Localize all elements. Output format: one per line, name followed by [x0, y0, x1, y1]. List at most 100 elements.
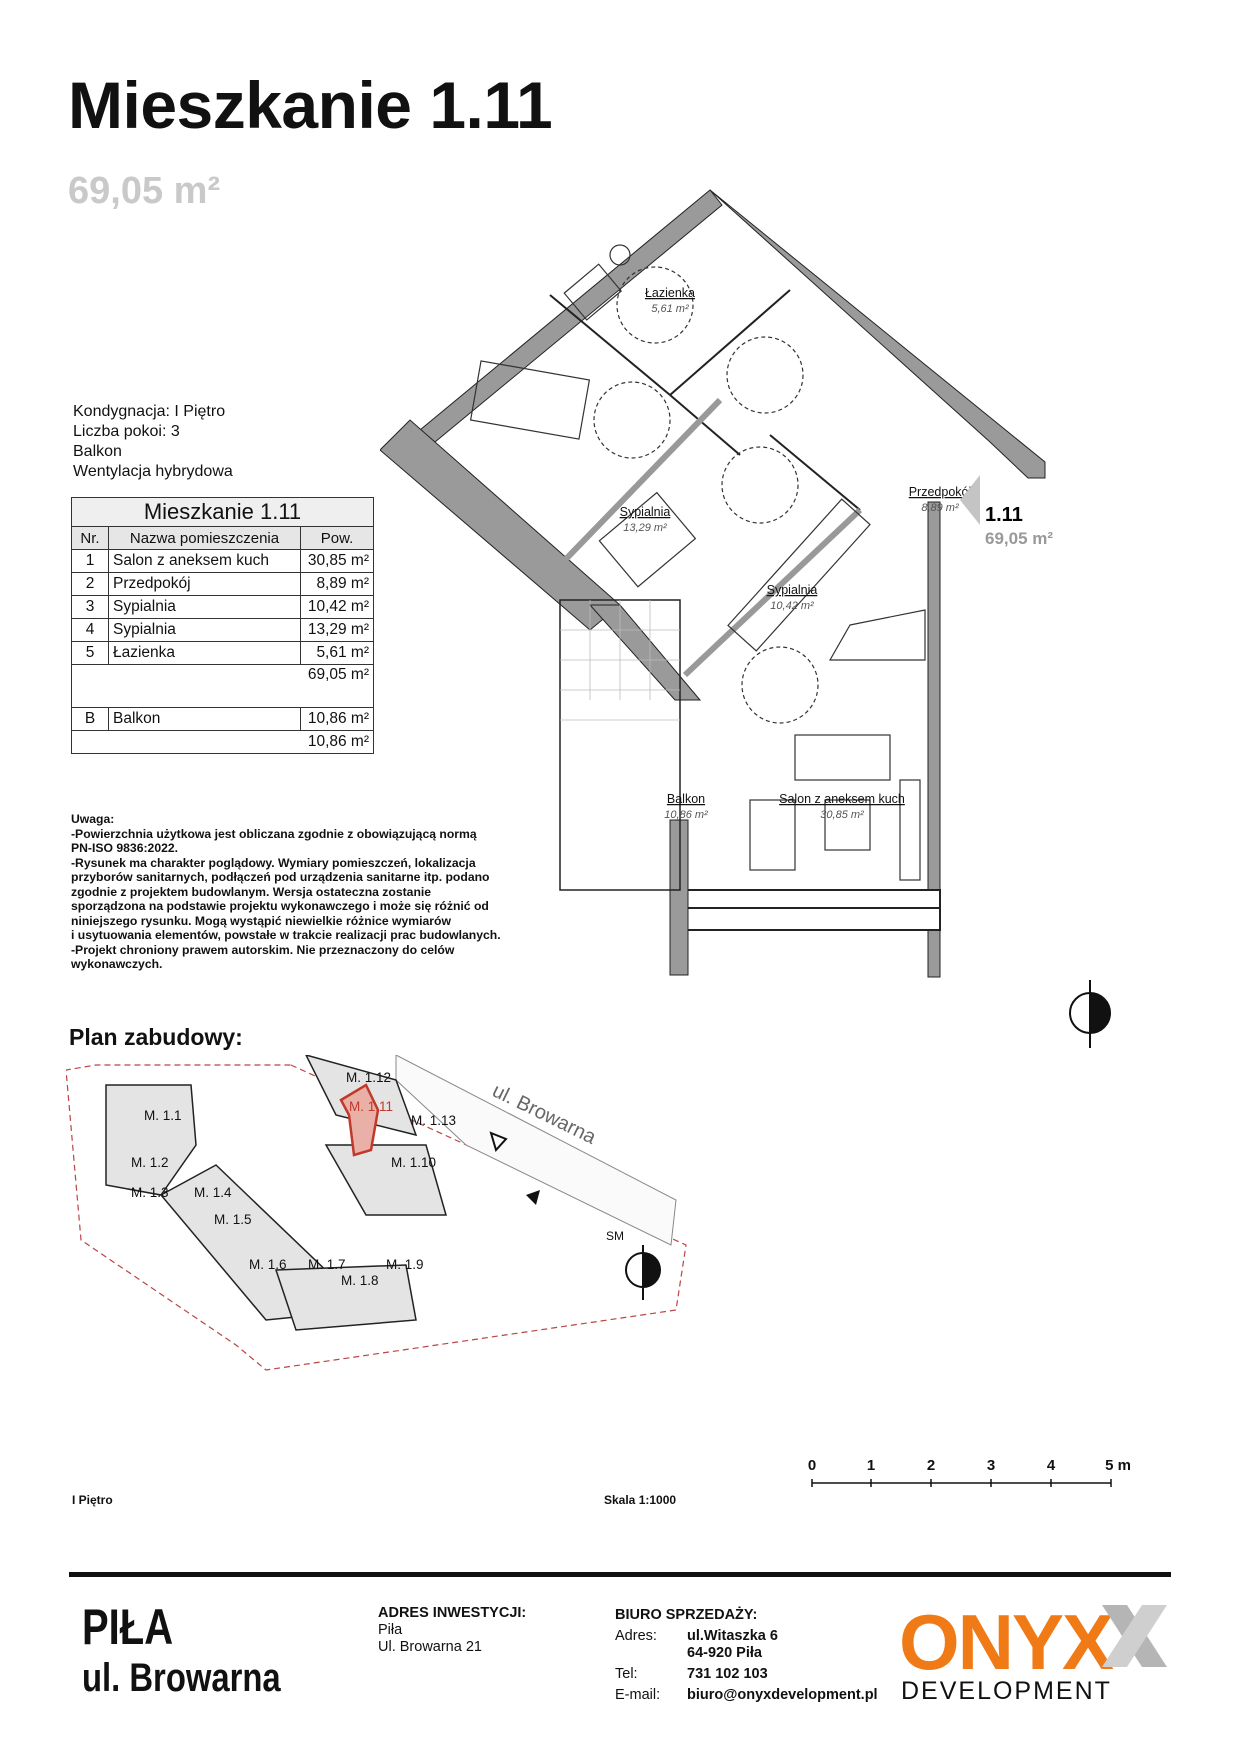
entrance-area: 69,05 m²: [985, 529, 1053, 548]
wall: [927, 501, 941, 978]
row-nr: 2: [71, 572, 109, 596]
table-row: 2 Przedpokój 8,89 m²: [71, 572, 374, 596]
partition: [669, 289, 791, 396]
office-value: 64-920 Piła: [687, 1645, 762, 1661]
site-plan: ul. Browarna M. 1.12 M. 1.11 M. 1.13 M. …: [66, 1055, 687, 1371]
investment-address: ADRES INWESTYCJI: Piła Ul. Browarna 21: [378, 1605, 526, 1656]
armchair: [749, 799, 796, 871]
office-value: ul.Witaszka 6: [687, 1628, 778, 1644]
scale-tick-label: 2: [927, 1457, 935, 1474]
note-line: przyborów sanitarnych, podłączeń pod urz…: [71, 870, 490, 884]
logo-x-mark: [1102, 1605, 1167, 1667]
street-area: [395, 1055, 677, 1246]
office-row: Adres: ul.Witaszka 6: [615, 1626, 878, 1647]
wall: [669, 819, 689, 976]
floor-label: I Piętro: [72, 1493, 113, 1507]
building-wing: [274, 1264, 417, 1331]
note-line: -Projekt chroniony prawem autorskim. Nie…: [71, 942, 455, 957]
balcony-total: 10,86 m²: [71, 730, 374, 754]
highlighted-unit: [339, 1083, 380, 1157]
unit-label: M. 1.5: [214, 1212, 252, 1227]
office-value: 731 102 103: [687, 1666, 768, 1682]
room-name: Sypialnia: [620, 505, 671, 519]
unit-label: M. 1.10: [391, 1155, 436, 1170]
partition: [549, 294, 671, 396]
note-line: zgodnie z projektem budowlanym. Wersja o…: [71, 884, 432, 899]
note-line: sporządzona na podstawie projektu wykona…: [71, 899, 489, 913]
unit-label: M. 1.7: [308, 1257, 346, 1272]
note-line: niniejszego rysunku. Mogą wystąpić niewi…: [71, 913, 451, 928]
room-area: 13,29 m²: [623, 522, 667, 534]
row-area: 13,29 m²: [300, 618, 374, 642]
investment-city: Piła: [378, 1622, 403, 1638]
turning-circle: [726, 336, 804, 414]
room-name: Sypialnia: [767, 583, 818, 597]
turning-circle: [593, 381, 671, 459]
row-nr: 5: [71, 641, 109, 665]
balcony-tiles: [560, 600, 680, 721]
bed: [469, 360, 591, 440]
building-wing: [324, 1144, 447, 1216]
note-line: i usytuowania elementów, powstałe w trak…: [71, 928, 501, 942]
logo-text: ONYX: [899, 1598, 1114, 1686]
unit-label: M. 1.6: [249, 1257, 287, 1272]
table-total-row: 69,05 m²: [71, 664, 374, 708]
table-row: B Balkon 10,86 m²: [71, 707, 374, 731]
office-email-link[interactable]: biuro@onyxdevelopment.pl: [687, 1687, 878, 1703]
note-line: wykonawczych.: [71, 957, 163, 971]
room-area: 10,86 m²: [664, 809, 708, 821]
entrance-marker-icon: [526, 1190, 540, 1205]
room-area: 8,89 m²: [921, 502, 959, 514]
scale-bar: 0 1 2 3 4 5 m: [808, 1457, 1131, 1487]
apartment-area: 69,05 m²: [68, 170, 221, 212]
room-name: Łazienka: [645, 286, 695, 300]
scale-tick-label: 4: [1047, 1457, 1056, 1474]
unit-label-highlighted: M. 1.11: [349, 1099, 393, 1114]
site-plan-title: Plan zabudowy:: [69, 1024, 243, 1050]
scale-bar-line: [811, 1479, 1112, 1487]
row-name: Sypialnia: [108, 618, 301, 642]
header-nr: Nr.: [71, 526, 109, 550]
row-name: Sypialnia: [108, 595, 301, 619]
note-line: PN-ISO 9836:2022.: [71, 841, 179, 855]
site-north-arrow-icon: [625, 1245, 661, 1300]
turning-circle: [721, 446, 799, 524]
table-total-row: 10,86 m²: [71, 730, 374, 754]
scale-tick-label: 5 m: [1105, 1457, 1131, 1474]
apartment-info: Kondygnacja: I Piętro Liczba pokoi: 3 Ba…: [73, 402, 233, 482]
footer-street: ul. Browarna: [82, 1656, 281, 1700]
scale-tick-label: 0: [808, 1457, 816, 1474]
room-table-caption: Mieszkanie 1.11: [71, 497, 374, 526]
office-row: Tel: 731 102 103: [615, 1664, 878, 1685]
toilet: [609, 244, 631, 266]
unit-label: M. 1.12: [346, 1070, 391, 1085]
row-nr: 1: [71, 549, 109, 573]
table-row: 3 Sypialnia 10,42 m²: [71, 595, 374, 619]
room-area: 5,61 m²: [651, 303, 689, 315]
entrance-label: 1.11: [985, 504, 1023, 526]
unit-label: M. 1.4: [194, 1185, 232, 1200]
room-name: Balkon: [667, 792, 705, 806]
onyx-logo: ONYX DEVELOPMENT: [899, 1598, 1167, 1705]
north-arrow-icon: [1069, 980, 1111, 1048]
row-name: Łazienka: [108, 641, 301, 665]
investment-heading: ADRES INWESTYCJI:: [378, 1605, 527, 1621]
note-line: -Rysunek ma charakter poglądowy. Wymiary…: [71, 855, 476, 870]
row-name: Przedpokój: [108, 572, 301, 596]
total-area: 69,05 m²: [71, 664, 374, 708]
row-nr: 4: [71, 618, 109, 642]
office-row: 64-920 Piła: [615, 1643, 878, 1664]
wall: [588, 604, 702, 701]
disclaimer-note: Uwaga: -Powierzchnia użytkowa jest oblic…: [71, 812, 521, 972]
table-row: 4 Sypialnia 13,29 m²: [71, 618, 374, 642]
room-name: Salon z aneksem kuch: [779, 792, 905, 806]
row-nr: 3: [71, 595, 109, 619]
turning-circle: [741, 646, 819, 724]
unit-label: M. 1.13: [411, 1113, 456, 1128]
row-area: 10,42 m²: [300, 595, 374, 619]
row-area: 8,89 m²: [300, 572, 374, 596]
header-area: Pow.: [300, 526, 374, 550]
room-table: Mieszkanie 1.11 Nr. Nazwa pomieszczenia …: [71, 497, 374, 754]
office-row: E-mail: biuro@onyxdevelopment.pl: [615, 1685, 878, 1706]
entrance-arrow-icon: [960, 475, 980, 525]
